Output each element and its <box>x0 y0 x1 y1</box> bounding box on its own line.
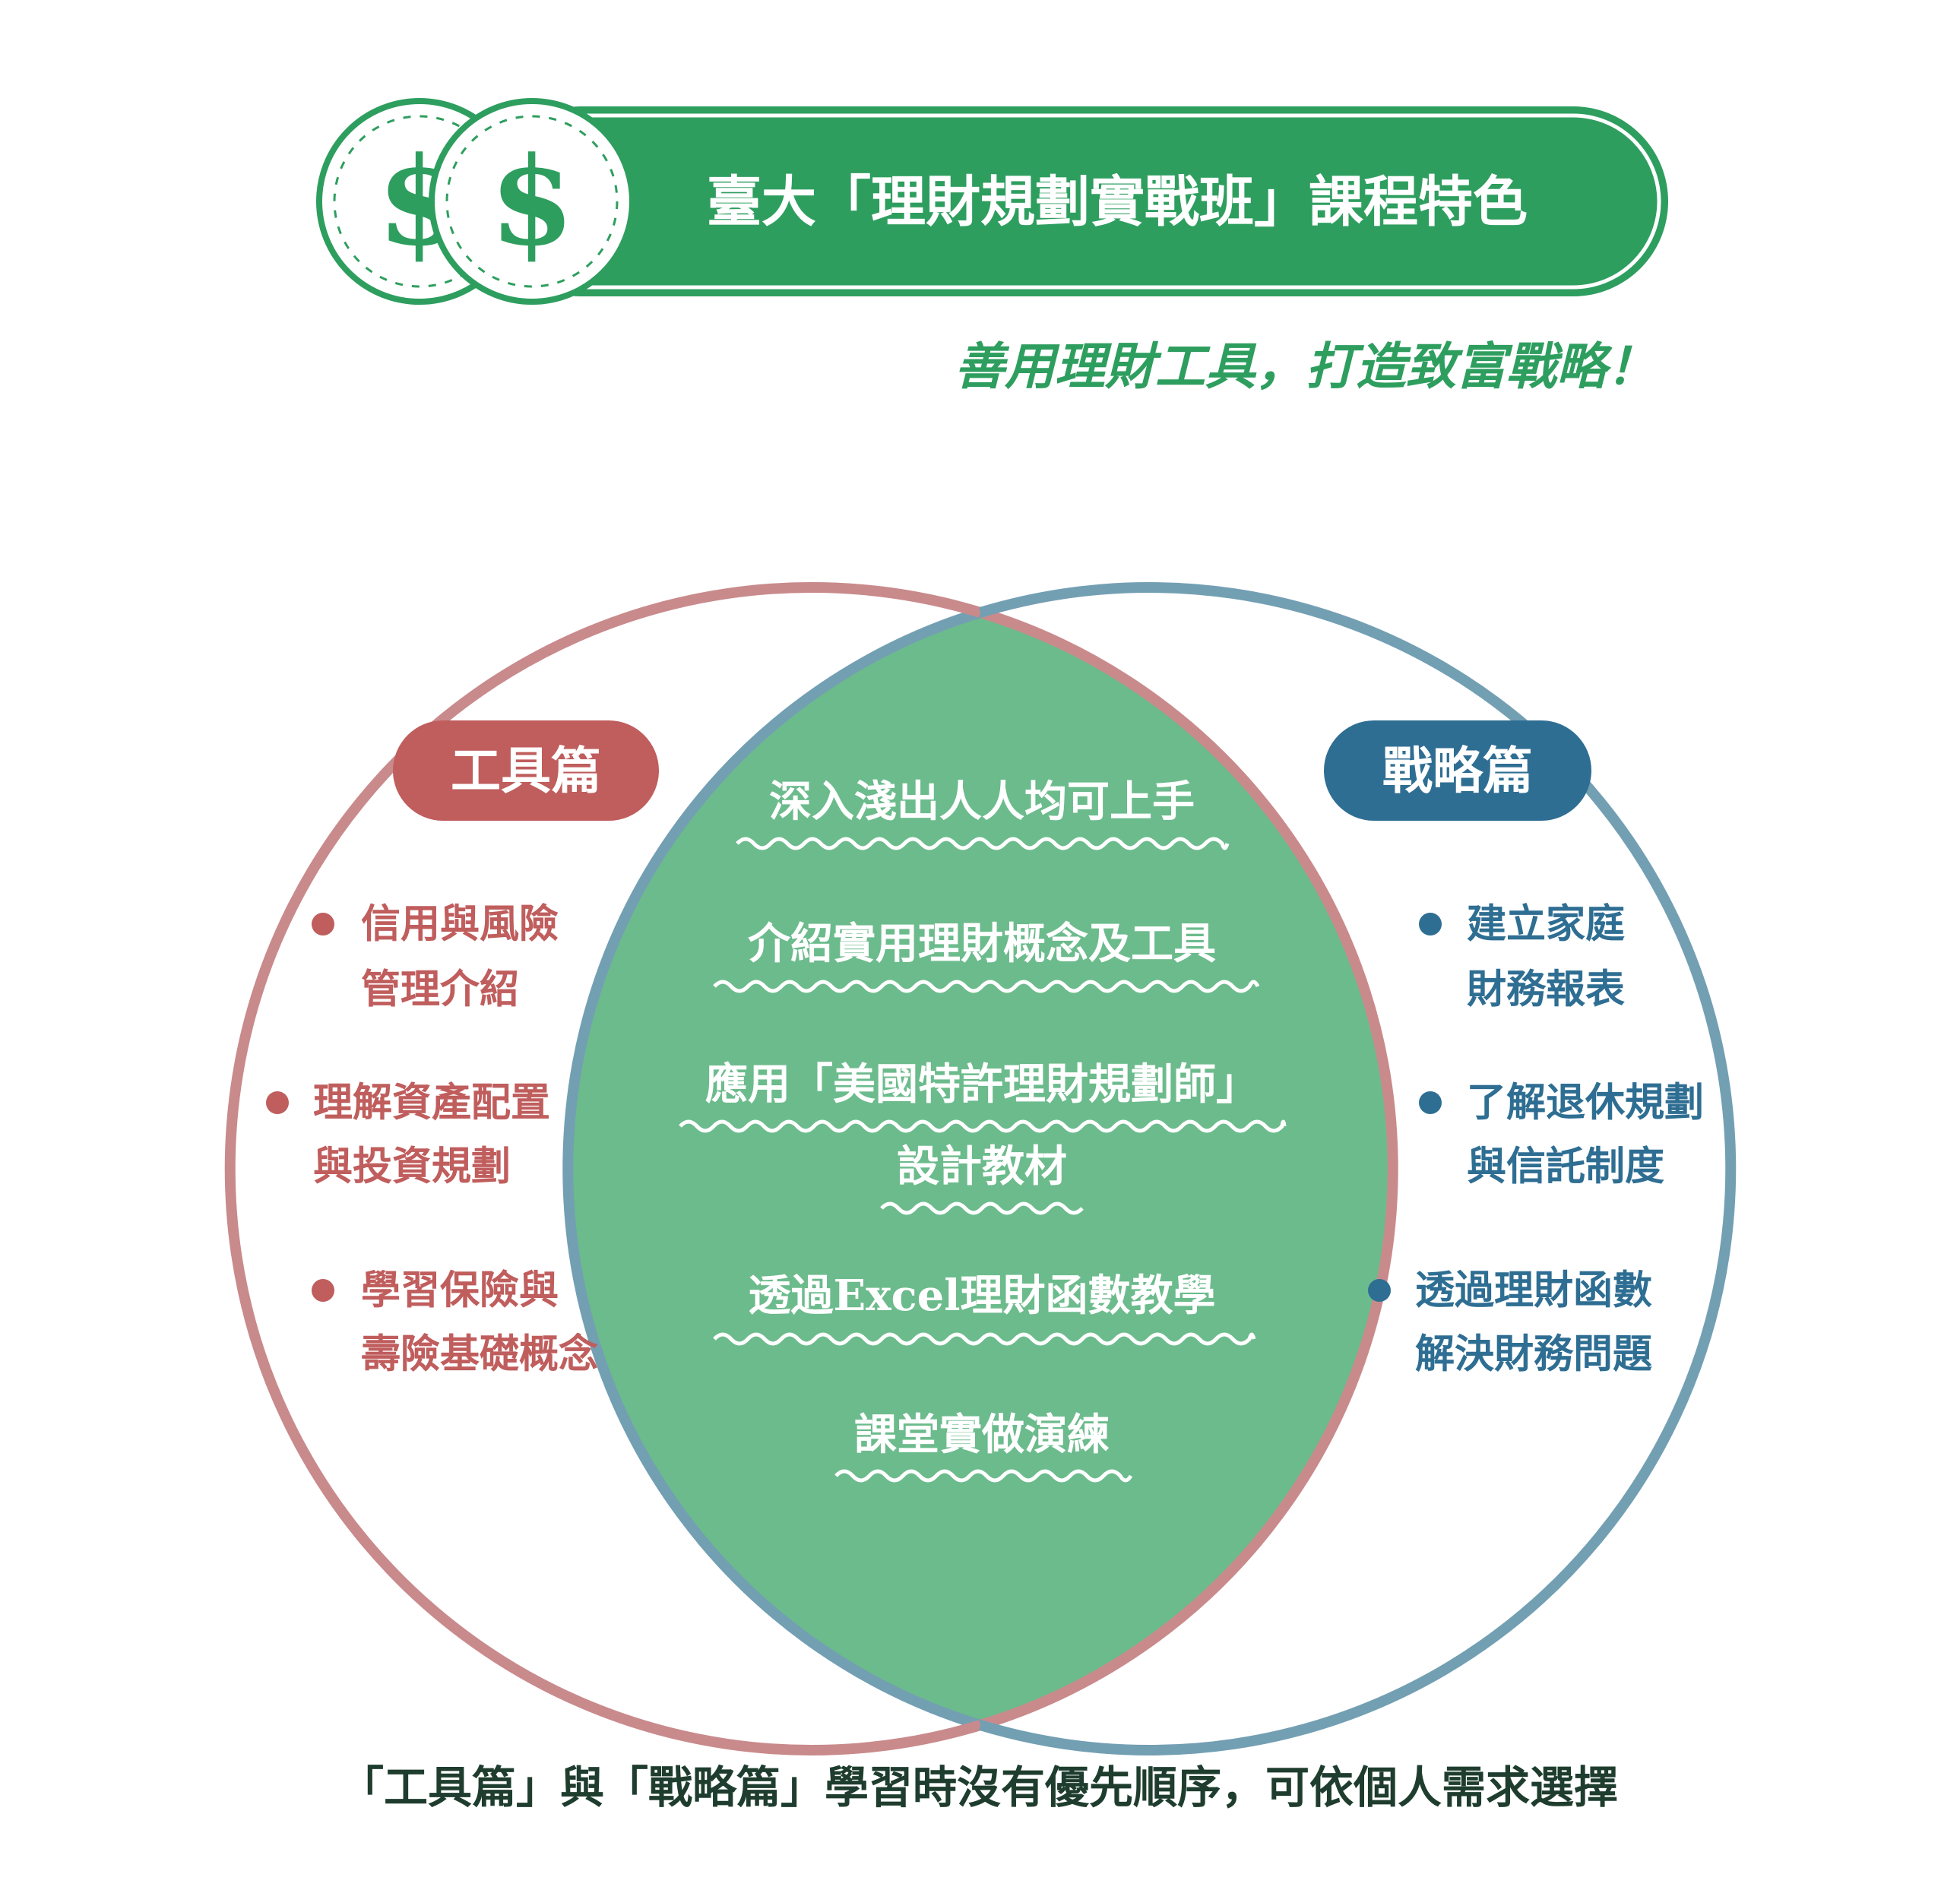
venn-diagram: 工具篇 信用與風險 管理介紹 理解資產配置 與投資規劃 學習保險與 壽險基礎概念… <box>224 582 1737 1755</box>
center-item-line: 設計教材 <box>897 1141 1067 1192</box>
center-section-shared: 深入淺出人人均可上手 介紹實用理財概念及工具 應用「美國特許理財規劃師」 設計教… <box>679 777 1287 1483</box>
wavy-underline <box>834 1469 1133 1483</box>
bullet-dot <box>1419 1091 1442 1114</box>
right-item-line: 透過理財函數 <box>1415 1268 1652 1314</box>
right-section-title: 戰略篇 <box>1382 741 1533 800</box>
right-section-strategy: 戰略篇 建立家庭 財務報表 了解退休規劃 與信託制度 透過理財函數 解決財務問題 <box>1324 720 1704 1378</box>
coin-dollar-symbol: $ <box>489 130 574 273</box>
header-banner: $ $ 臺大「理財規劃實戰班」課程特色 <box>316 98 1668 305</box>
bullet-dot <box>1419 913 1442 936</box>
bullet-dot <box>266 1091 289 1114</box>
banner-pill <box>486 106 1668 296</box>
center-item-line: 課堂實做演練 <box>854 1410 1110 1460</box>
page-subtitle: 善用理財工具，打造致富戰略！ <box>955 337 1657 396</box>
right-section-badge <box>1324 720 1591 821</box>
left-item-line: 理解資產配置 <box>313 1080 550 1126</box>
page-title: 臺大「理財規劃實戰班」課程特色 <box>707 169 1528 234</box>
left-section-badge <box>393 720 659 821</box>
right-circle-outer-arc <box>978 582 1737 1755</box>
right-item-line: 解決財務問題 <box>1415 1331 1652 1378</box>
center-item-line: 介紹實用理財概念及工具 <box>748 919 1216 969</box>
left-section-tools: 工具篇 信用與風險 管理介紹 理解資產配置 與投資規劃 學習保險與 壽險基礎概念 <box>266 720 659 1378</box>
center-item-line: 深入淺出人人均可上手 <box>769 777 1195 827</box>
right-item-line: 了解退休規劃 <box>1467 1080 1704 1126</box>
left-item-line: 信用與風險 <box>361 901 559 948</box>
wavy-underline <box>713 1332 1256 1346</box>
venn-overlap-region <box>568 587 1392 1750</box>
wavy-underline <box>880 1201 1084 1215</box>
bullet-dot <box>312 1279 334 1302</box>
center-item-line: 透過Excel理財函數教學 <box>748 1271 1215 1321</box>
bullet-dot <box>1368 1279 1391 1302</box>
left-circle-inner-arc <box>978 607 1398 1730</box>
left-section-title: 工具篇 <box>451 741 601 800</box>
bullet-dot <box>312 913 334 936</box>
center-item-line: 應用「美國特許理財規劃師」 <box>705 1059 1259 1110</box>
right-item-line: 財務報表 <box>1467 967 1625 1013</box>
footer-note: 「工具篇」與「戰略篇」學習時沒有優先順序，可依個人需求選擇 <box>340 1762 1618 1813</box>
right-circle-inner-arc <box>562 607 983 1730</box>
right-item-line: 建立家庭 <box>1467 901 1625 948</box>
left-item-line: 管理介紹 <box>361 967 519 1013</box>
left-item-line: 學習保險與 <box>361 1268 559 1314</box>
wavy-underline <box>713 980 1260 993</box>
right-item-line: 與信託制度 <box>1467 1144 1664 1190</box>
dollar-coin-icon: $ <box>429 98 635 305</box>
left-item-line: 與投資規劃 <box>313 1144 511 1190</box>
left-item-line: 壽險基礎概念 <box>361 1331 598 1378</box>
wavy-underline <box>679 1119 1287 1133</box>
left-circle-outer-arc <box>224 582 983 1755</box>
wavy-underline <box>736 837 1230 850</box>
